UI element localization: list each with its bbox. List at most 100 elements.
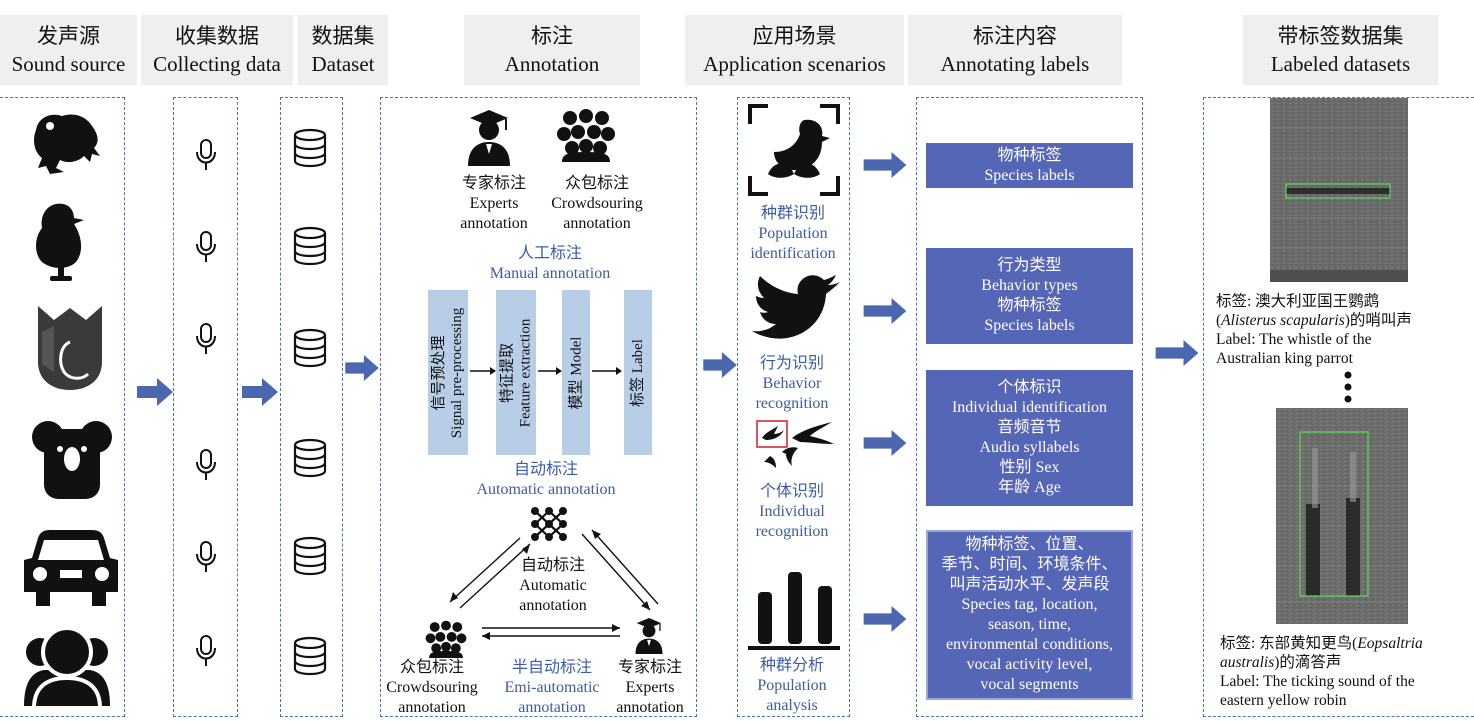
panel-labeled: [1203, 97, 1474, 717]
app-population-identification: 种群识别 Population identification: [738, 204, 848, 264]
frog-icon: [34, 114, 100, 174]
flow-arrow-icon: [863, 430, 907, 456]
flow-arrow-icon: [863, 152, 907, 178]
crowd-icon: [557, 109, 615, 162]
tri-auto-en2: annotation: [519, 597, 587, 614]
species-latin: Alisterus scapularis: [1221, 312, 1345, 329]
header-en: Labeled datasets: [1270, 52, 1411, 76]
app-individual-recognition: 个体识别 Individual recognition: [742, 482, 842, 542]
app-en1: Population: [758, 225, 828, 242]
label-box-population: 物种标签、位置、 季节、时间、环境条件、 叫声活动水平、发声段 Species …: [926, 530, 1133, 700]
label-box-species: 物种标签 Species labels: [926, 143, 1133, 188]
panel-application: [737, 97, 850, 717]
header-zh: 带标签数据集: [1277, 24, 1404, 48]
experts-en1: Experts: [469, 195, 519, 212]
flock-icon: [756, 420, 834, 468]
example-en: Australian king parrot: [1216, 350, 1353, 367]
example-zh-line2: australis)的滴答声: [1220, 653, 1423, 672]
header-en: Annotating labels: [940, 52, 1090, 76]
microphone-icon: [196, 323, 216, 354]
header-zh: 发声源: [37, 24, 100, 48]
microphone-icon: [196, 449, 216, 480]
header-en: Sound source: [11, 52, 126, 76]
ellipsis-icon: [1344, 371, 1352, 403]
label-line: 物种标签: [997, 146, 1062, 164]
label-line: 个体标识: [997, 379, 1062, 396]
header-labels: 标注内容 Annotating labels: [908, 15, 1122, 85]
people-icon: [24, 626, 110, 708]
automatic-annotation-label: 自动标注 Automatic annotation: [455, 460, 637, 500]
database-icon: [293, 636, 327, 676]
bar-chart-icon: [748, 572, 840, 650]
header-sound-source: 发声源 Sound source: [0, 15, 137, 85]
step-label: 标签 Label: [624, 290, 652, 455]
crowd-icon: [425, 620, 467, 658]
label-line: 性别 Sex: [999, 459, 1060, 476]
example-en: Label: The whistle of the: [1216, 331, 1372, 348]
app-en2: recognition: [755, 523, 829, 540]
app-en1: Individual: [759, 503, 825, 520]
example-en: Label: The ticking sound of the: [1220, 673, 1415, 690]
header-labeled: 带标签数据集 Labeled datasets: [1243, 15, 1438, 85]
neural-network-icon: [531, 507, 567, 541]
app-en2: analysis: [766, 697, 818, 714]
tri-expert-label: 专家标注 Experts annotation: [608, 658, 692, 718]
automatic-zh: 自动标注: [513, 461, 578, 478]
spectrogram-parrot: [1270, 98, 1408, 282]
tri-semi-en1: Emi-automatic: [504, 679, 600, 696]
spectrogram-robin: [1276, 408, 1408, 624]
bird-scan-icon: [748, 104, 840, 196]
label-line: Behavior types: [981, 277, 1078, 294]
panel-dataset: [280, 97, 343, 717]
step-model: 模型 Model: [562, 290, 590, 455]
app-zh: 个体识别: [759, 483, 824, 500]
header-zh: 标注: [531, 24, 573, 48]
flow-arrow-icon: [345, 355, 379, 381]
header-application: 应用场景 Application scenarios: [685, 15, 904, 85]
flow-arrow-icon: [863, 606, 907, 632]
step-zh: 模型: [568, 378, 584, 409]
example-zh: 标签: 澳大利亚国王鹦鹉: [1216, 293, 1380, 310]
database-icon: [293, 226, 327, 266]
labeled-example-1: 标签: 澳大利亚国王鹦鹉 (Alisterus scapularis)的哨叫声 …: [1216, 292, 1412, 368]
tri-crowd-en1: Crowdsouring: [386, 679, 478, 696]
flow-arrow-icon: [137, 378, 173, 406]
label-line: season, time,: [987, 616, 1072, 633]
label-line: Species tag, location,: [961, 596, 1098, 613]
owl-icon: [38, 306, 102, 390]
header-zh: 应用场景: [752, 24, 837, 48]
manual-en: Manual annotation: [489, 265, 611, 282]
flow-arrow-icon: [242, 378, 278, 406]
label-line: 行为类型: [997, 257, 1062, 274]
tri-crowd-label: 众包标注 Crowdsouring annotation: [380, 658, 484, 718]
panel-labels: [916, 97, 1143, 717]
microphone-icon: [196, 139, 216, 170]
example-zh-species: (Alisterus scapularis)的哨叫声: [1216, 312, 1412, 329]
bird-icon: [36, 203, 84, 281]
header-en: Annotation: [504, 52, 600, 76]
app-behavior-recognition: 行为识别 Behavior recognition: [742, 354, 842, 414]
tri-semi-label: 半自动标注 Emi-automatic annotation: [494, 658, 610, 718]
app-en2: recognition: [755, 395, 829, 412]
label-box-individual: 个体标识 Individual identification 音频音节 Audi…: [926, 370, 1133, 506]
header-en: Application scenarios: [703, 52, 886, 76]
crowd-label: 众包标注 Crowdsouring annotation: [540, 174, 654, 234]
species-latin: australis: [1220, 654, 1275, 671]
header-zh: 数据集: [311, 24, 375, 48]
label-line: vocal activity level,: [966, 656, 1093, 673]
tri-crowd-zh: 众包标注: [399, 659, 464, 676]
header-en: Dataset: [311, 52, 375, 76]
label-line: Audio syllabels: [979, 439, 1080, 456]
example-zh-rest: )的滴答声: [1274, 654, 1342, 671]
tri-auto-en1: Automatic: [519, 577, 587, 594]
header-dataset: 数据集 Dataset: [298, 15, 388, 85]
step-en: Signal pre-processing: [449, 307, 466, 438]
step-zh: 信号预处理: [431, 334, 448, 411]
species-latin: Eopsaltria: [1357, 635, 1423, 652]
expert-icon: [635, 618, 663, 654]
label-line: 季节、时间、环境条件、: [941, 556, 1118, 573]
label-line: 年龄 Age: [998, 479, 1061, 496]
car-icon: [24, 530, 118, 606]
